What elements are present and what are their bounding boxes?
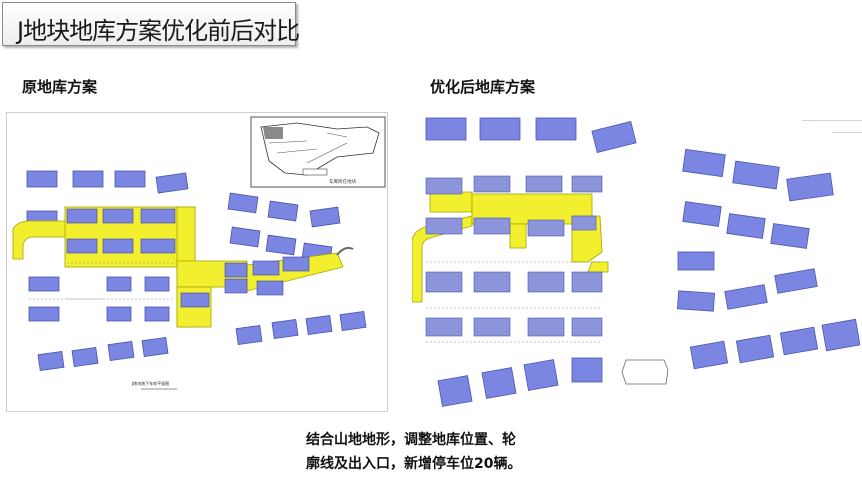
parking-markings — [426, 261, 602, 343]
plan-label: J地块地下车库平面图 — [131, 380, 169, 386]
edge-line — [802, 120, 862, 121]
note-line-1: 结合山地地形，调整地库位置、轮 — [306, 432, 516, 448]
note-line-2: 廓线及出入口，新增停车位20辆。 — [306, 456, 522, 472]
optimized-buildings — [425, 117, 861, 407]
original-buildings — [26, 170, 367, 372]
right-caption: 优化后地库方案 — [430, 78, 536, 96]
inset-label: 车库所在地块 — [329, 178, 356, 185]
parking-markings — [29, 262, 175, 300]
left-caption: 原地库方案 — [22, 78, 98, 96]
clubhouse-outline — [621, 359, 669, 385]
title-box: J地块地库方案优化前后对比 — [2, 2, 300, 46]
original-plan-panel: 车库所在地块 — [6, 112, 388, 412]
optimized-plan-drawing — [411, 117, 861, 407]
page-title: J地块地库方案优化前后对比 — [17, 17, 300, 45]
original-plan-drawing: 车库所在地块 — [12, 116, 386, 390]
edge-line — [832, 132, 862, 133]
optimization-note: 结合山地地形，调整地库位置、轮 廓线及出入口，新增停车位20辆。 — [306, 428, 606, 476]
site-highlight — [263, 127, 283, 139]
optimized-plan-panel — [411, 112, 861, 412]
garage-units — [66, 208, 310, 308]
garage-units — [425, 175, 603, 337]
location-inset-map — [250, 116, 386, 188]
